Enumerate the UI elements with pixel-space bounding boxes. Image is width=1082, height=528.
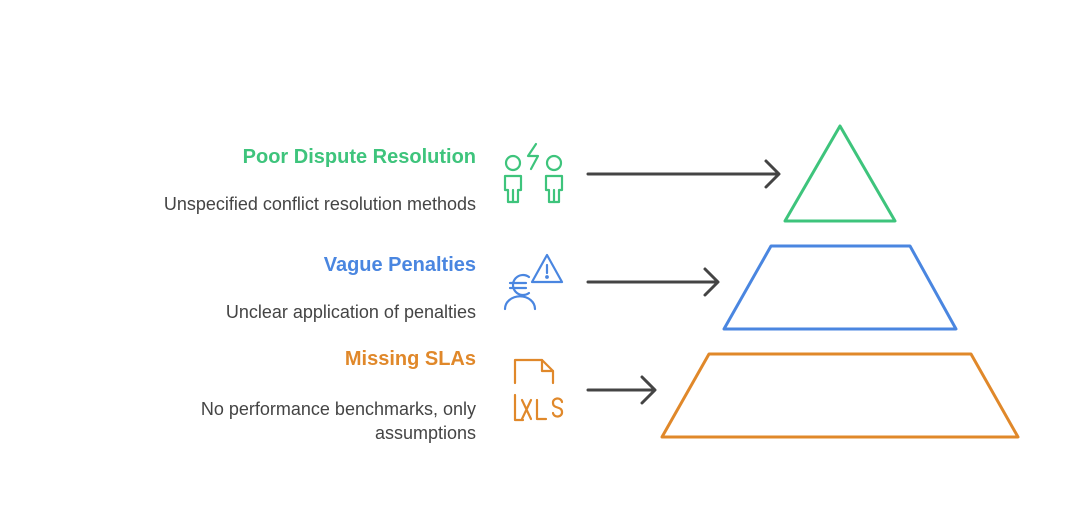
people-conflict-icon <box>503 142 564 204</box>
arrow-level-2 <box>586 267 720 297</box>
title-missing-slas: Missing SLAs <box>344 348 476 370</box>
pyramid-tier-middle <box>722 244 958 331</box>
title-vague-penalties: Vague Penalties <box>323 254 476 276</box>
desc-missing-slas: No performance benchmarks, only assumpti… <box>200 399 476 443</box>
pyramid-tier-top <box>783 124 897 223</box>
pyramid-tier-bottom <box>660 352 1020 439</box>
euro-person-warning-icon <box>503 253 564 311</box>
desc-vague-penalties: Unclear application of penalties <box>225 302 476 322</box>
arrow-level-1 <box>586 159 781 189</box>
arrow-level-3 <box>586 375 657 405</box>
title-poor-dispute-resolution: Poor Dispute Resolution <box>242 146 476 168</box>
desc-poor-dispute-resolution: Unspecified conflict resolution methods <box>163 194 476 214</box>
xls-file-icon <box>513 358 564 422</box>
